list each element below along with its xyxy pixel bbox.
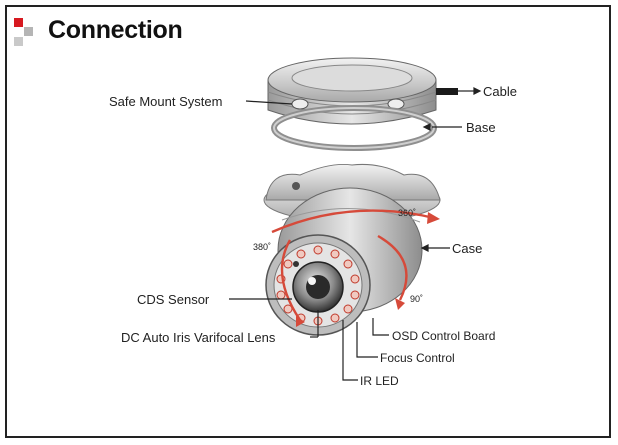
label-osd-control-board: OSD Control Board — [392, 329, 495, 343]
label-rotate-380: 380˚ — [253, 242, 271, 252]
label-pan-360: 360˚ — [398, 208, 416, 218]
tilt-arrow — [377, 234, 408, 301]
leader-lines — [229, 87, 482, 381]
label-case: Case — [452, 241, 482, 256]
bullet-square-icon — [24, 27, 33, 36]
rotate-arrow — [280, 239, 301, 321]
bullet-square-icon — [14, 37, 23, 46]
bullet-square-icon — [14, 18, 23, 27]
cable-stub — [436, 88, 458, 95]
page-title: Connection — [48, 16, 183, 44]
pan-arrow — [271, 209, 435, 234]
cds-sensor-icon — [293, 261, 299, 267]
screw-hole-icon — [291, 98, 309, 110]
mount-base — [267, 57, 458, 151]
label-tilt-90: 90˚ — [410, 294, 423, 304]
label-safe-mount-system: Safe Mount System — [109, 94, 222, 109]
label-focus-control: Focus Control — [380, 351, 455, 365]
label-base: Base — [466, 120, 496, 135]
label-cable: Cable — [483, 84, 517, 99]
rotation-arrows — [271, 209, 440, 327]
label-dc-auto-iris-lens: DC Auto Iris Varifocal Lens — [121, 330, 276, 345]
screw-icon — [292, 182, 300, 190]
label-ir-led: IR LED — [360, 374, 399, 388]
label-cds-sensor: CDS Sensor — [137, 292, 210, 307]
camera-front — [265, 234, 371, 336]
